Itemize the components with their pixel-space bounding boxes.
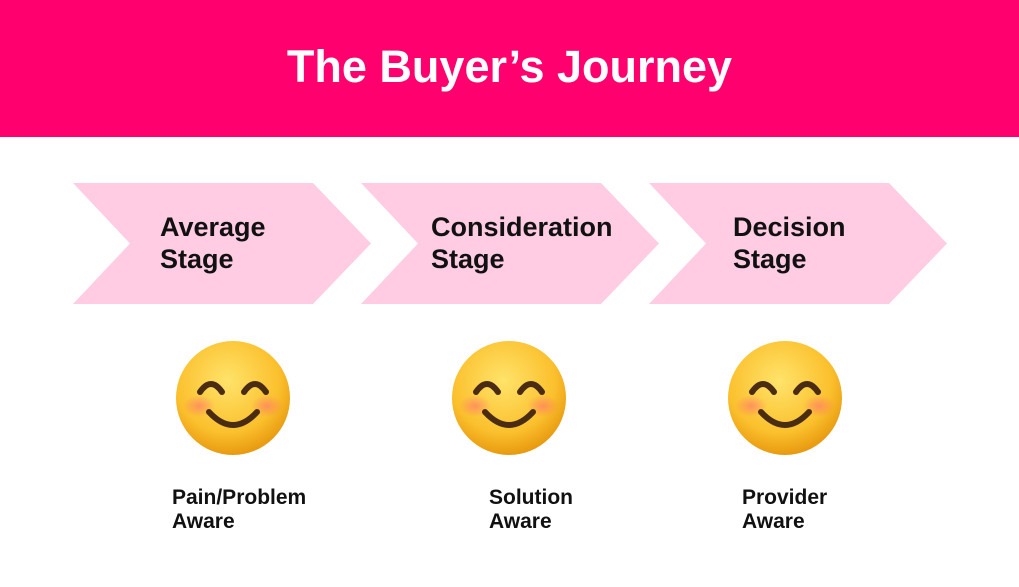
header-banner: The Buyer’s Journey (0, 0, 1019, 137)
page-title: The Buyer’s Journey (286, 40, 733, 92)
aware-line1: Solution (489, 486, 573, 509)
aware-line1: Pain/Problem (172, 486, 307, 509)
smiling-face-icon (175, 340, 291, 456)
stage-line2: Stage (431, 244, 505, 274)
stage-line2: Stage (733, 244, 807, 274)
smiling-face-icon (727, 340, 843, 456)
stage-line2: Stage (160, 244, 234, 274)
aware-line2: Aware (742, 510, 805, 533)
stage-line1: Average (160, 212, 266, 242)
stage-line1: Decision (733, 212, 846, 242)
aware-line2: Aware (172, 510, 235, 533)
smiling-face-icon (451, 340, 567, 456)
stage-line1: Consideration (431, 212, 613, 242)
aware-line2: Aware (489, 510, 552, 533)
aware-line1: Provider (742, 486, 828, 509)
